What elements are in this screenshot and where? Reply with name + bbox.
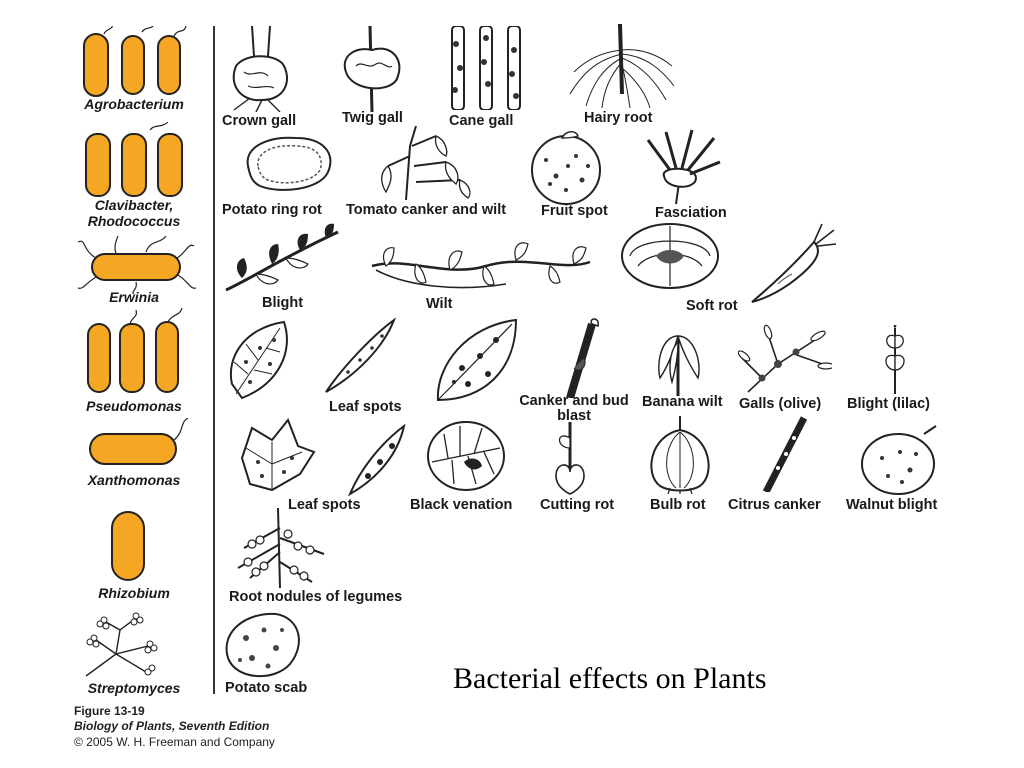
disease-label-galls-olive: Galls (olive): [739, 396, 822, 412]
disease-label-wilt: Wilt: [426, 296, 453, 312]
disease-label-hairy-root: Hairy root: [584, 110, 653, 126]
olive-galls-illustration: [738, 324, 832, 393]
streptomyces-hyphae-icon: [85, 612, 158, 677]
twig-gall-illustration: [343, 26, 401, 112]
root-nodules-illustration: [237, 508, 325, 589]
bulb-rot-onion-illustration: [650, 416, 710, 494]
tomato-canker-wilt-illustration: [381, 126, 471, 200]
disease-label-blight: Blight: [262, 295, 304, 311]
leaf-spots-illustration-b: [325, 318, 396, 393]
disease-label-twig-gall: Twig gall: [342, 110, 403, 126]
disease-label-fruit-spot: Fruit spot: [541, 203, 608, 219]
bacterium-label-erwinia: Erwinia: [109, 289, 159, 305]
figure-number: Figure 13-19: [74, 704, 145, 718]
fruit-spot-illustration: [531, 131, 601, 205]
fasciation-illustration: [646, 129, 721, 204]
lilac-blight-illustration: [885, 325, 905, 394]
bacterium-label-streptomyces: Streptomyces: [87, 680, 181, 696]
disease-label-potato-scab: Potato scab: [225, 680, 308, 696]
erwinia-cell-icon: [77, 236, 196, 294]
disease-label-banana-wilt: Banana wilt: [642, 394, 723, 410]
clavibacter-cells-icon: [85, 122, 183, 197]
rhizobium-cell-icon: [111, 511, 145, 581]
disease-label-bulb-rot: Bulb rot: [650, 497, 706, 513]
walnut-blight-illustration: [861, 425, 937, 495]
cutting-rot-illustration: [555, 422, 585, 495]
leaf-spots-illustration-d: [348, 424, 406, 496]
disease-label-cutting-rot: Cutting rot: [540, 497, 615, 513]
disease-label-citrus-canker: Citrus canker: [728, 497, 821, 513]
pseudomonas-cells-icon: [87, 308, 183, 393]
disease-label-leaf-spots-pseudomonas: Leaf spots: [329, 399, 402, 415]
cane-gall-illustration: [451, 26, 521, 110]
figure-book-title: Biology of Plants, Seventh Edition: [74, 719, 270, 733]
bacterium-label-pseudomonas: Pseudomonas: [86, 398, 182, 414]
xanthomonas-cell-icon: [89, 418, 189, 465]
bacterium-label-agrobacterium: Agrobacterium: [84, 96, 184, 112]
bacterium-label-rhizobium: Rhizobium: [98, 585, 170, 601]
disease-label-black-venation: Black venation: [410, 497, 513, 513]
bacterium-label-xanthomonas: Xanthomonas: [87, 472, 181, 488]
column-divider: [213, 26, 215, 694]
disease-label-soft-rot: Soft rot: [686, 298, 738, 314]
potato-ring-rot-illustration: [246, 136, 332, 191]
bacterium-label-clavibacter: Clavibacter, Rhodococcus: [87, 197, 181, 229]
disease-label-crown-gall: Crown gall: [222, 113, 297, 129]
disease-label-walnut-blight: Walnut blight: [846, 497, 938, 513]
disease-label-blight-lilac: Blight (lilac): [847, 396, 930, 412]
disease-label-cane-gall: Cane gall: [449, 113, 514, 129]
disease-label-root-nodules: Root nodules of legumes: [229, 589, 403, 605]
crown-gall-illustration: [232, 26, 289, 112]
hairy-root-illustration: [569, 24, 675, 108]
disease-label-tomato-canker-wilt: Tomato canker and wilt: [346, 202, 507, 218]
soft-rot-cabbage-illustration: [621, 223, 719, 289]
agrobacterium-cells-icon: [83, 26, 187, 97]
disease-label-fasciation: Fasciation: [655, 205, 727, 221]
disease-label-canker-bud-blast: Canker and bud blast: [519, 393, 629, 424]
spotted-leaf-illustration: [436, 318, 518, 402]
banana-wilt-illustration: [658, 335, 700, 396]
citrus-canker-illustration: [762, 416, 808, 492]
disease-label-potato-ring-rot: Potato ring rot: [222, 202, 322, 218]
black-venation-illustration: [427, 421, 505, 491]
wilt-illustration: [371, 242, 591, 289]
leaf-spots-illustration-a: [229, 320, 288, 400]
leaf-spots-illustration-c: [240, 418, 316, 492]
potato-scab-illustration: [225, 612, 300, 677]
figure-copyright: © 2005 W. H. Freeman and Company: [74, 735, 275, 749]
disease-label-leaf-spots-xanthomonas: Leaf spots: [288, 497, 361, 513]
blight-illustration: [225, 223, 339, 292]
slide-title: Bacterial effects on Plants: [453, 662, 767, 695]
soft-rot-carrot-illustration: [751, 223, 837, 303]
canker-bud-blast-illustration: [566, 318, 599, 398]
